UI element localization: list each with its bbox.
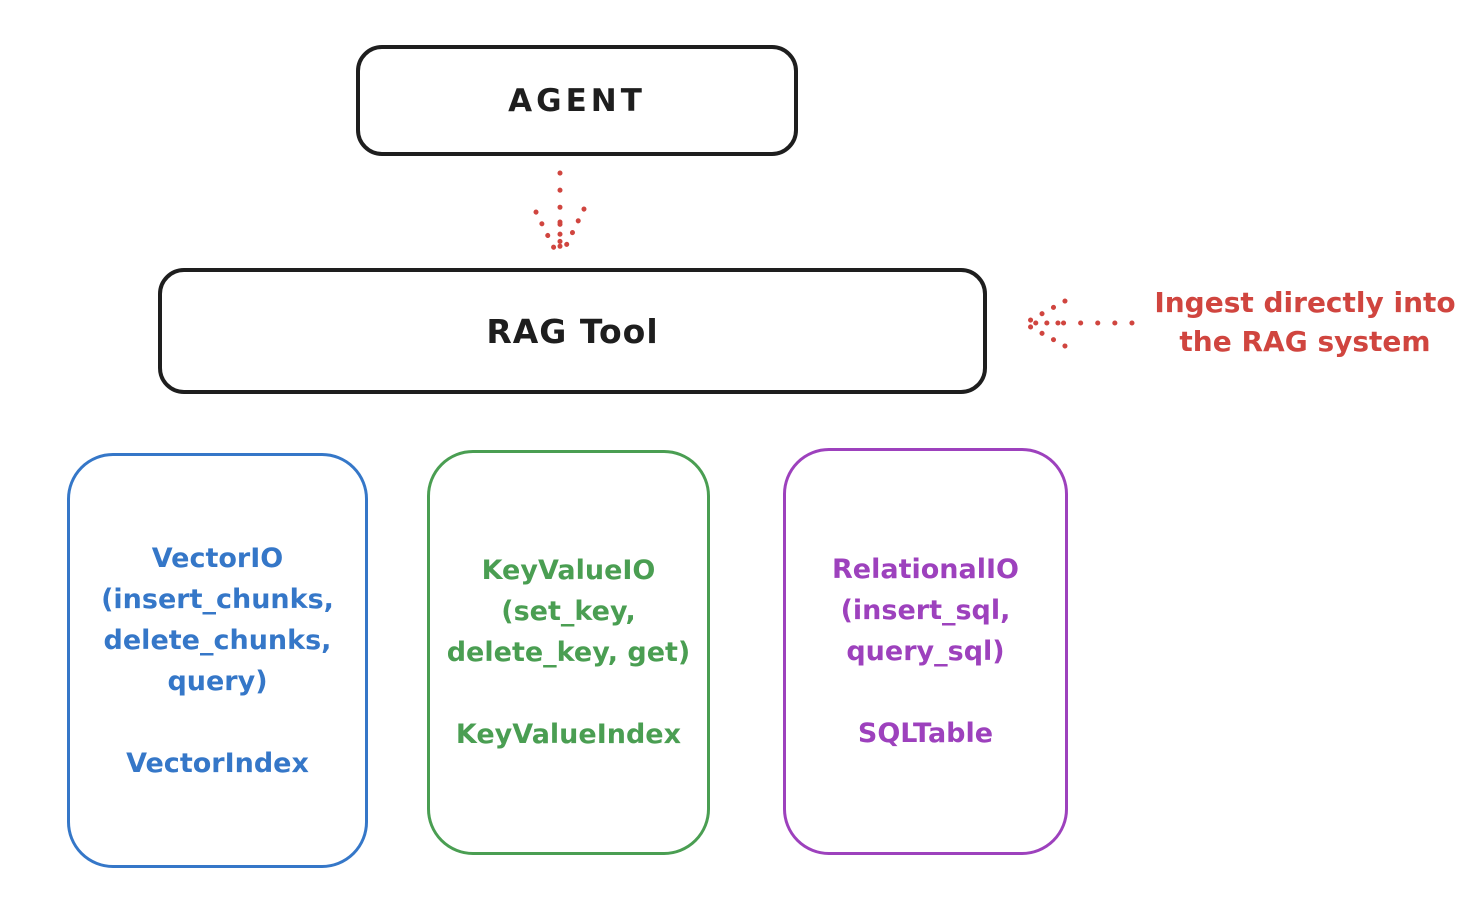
relational-io-node: RelationalIO (insert_sql, query_sql) SQL… — [783, 448, 1068, 855]
ingest-arrow — [1024, 298, 1135, 349]
relational-io-methods-line: query_sql) — [846, 636, 1005, 667]
keyvalue-io-text: KeyValueIO (set_key, delete_key, get) Ke… — [447, 550, 691, 755]
sql-table-label: SQLTable — [857, 718, 994, 749]
spacer — [832, 672, 1019, 713]
vector-io-title: VectorIO — [151, 542, 284, 574]
vector-io-node: VectorIO (insert_chunks, delete_chunks, … — [67, 453, 368, 868]
relational-io-title: RelationalIO — [832, 554, 1019, 585]
relational-io-text: RelationalIO (insert_sql, query_sql) SQL… — [832, 549, 1019, 754]
agent-label: AGENT — [508, 82, 646, 119]
spacer — [447, 673, 691, 714]
vector-io-methods-line: delete_chunks, — [103, 624, 332, 656]
spacer — [101, 702, 334, 743]
agent-to-rag-arrow — [533, 170, 587, 257]
vector-io-text: VectorIO (insert_chunks, delete_chunks, … — [101, 538, 334, 784]
vector-io-methods-line: query) — [167, 665, 268, 697]
vector-io-methods-line: (insert_chunks, — [101, 583, 334, 615]
ingest-annotation-line-2: the RAG system — [1179, 325, 1431, 358]
rag-tool-node: RAG Tool — [158, 268, 987, 394]
vector-index-label: VectorIndex — [126, 747, 309, 779]
keyvalue-io-title: KeyValueIO — [481, 555, 656, 586]
agent-node: AGENT — [356, 45, 798, 156]
relational-io-methods-line: (insert_sql, — [840, 595, 1011, 626]
keyvalue-index-label: KeyValueIndex — [455, 719, 682, 750]
keyvalue-io-methods-line: delete_key, get) — [446, 637, 691, 668]
ingest-annotation-line-1: Ingest directly into — [1154, 286, 1456, 319]
ingest-annotation: Ingest directly into the RAG system — [1138, 283, 1472, 361]
keyvalue-io-methods-line: (set_key, — [501, 596, 636, 627]
rag-tool-label: RAG Tool — [486, 311, 659, 351]
keyvalue-io-node: KeyValueIO (set_key, delete_key, get) Ke… — [427, 450, 710, 855]
